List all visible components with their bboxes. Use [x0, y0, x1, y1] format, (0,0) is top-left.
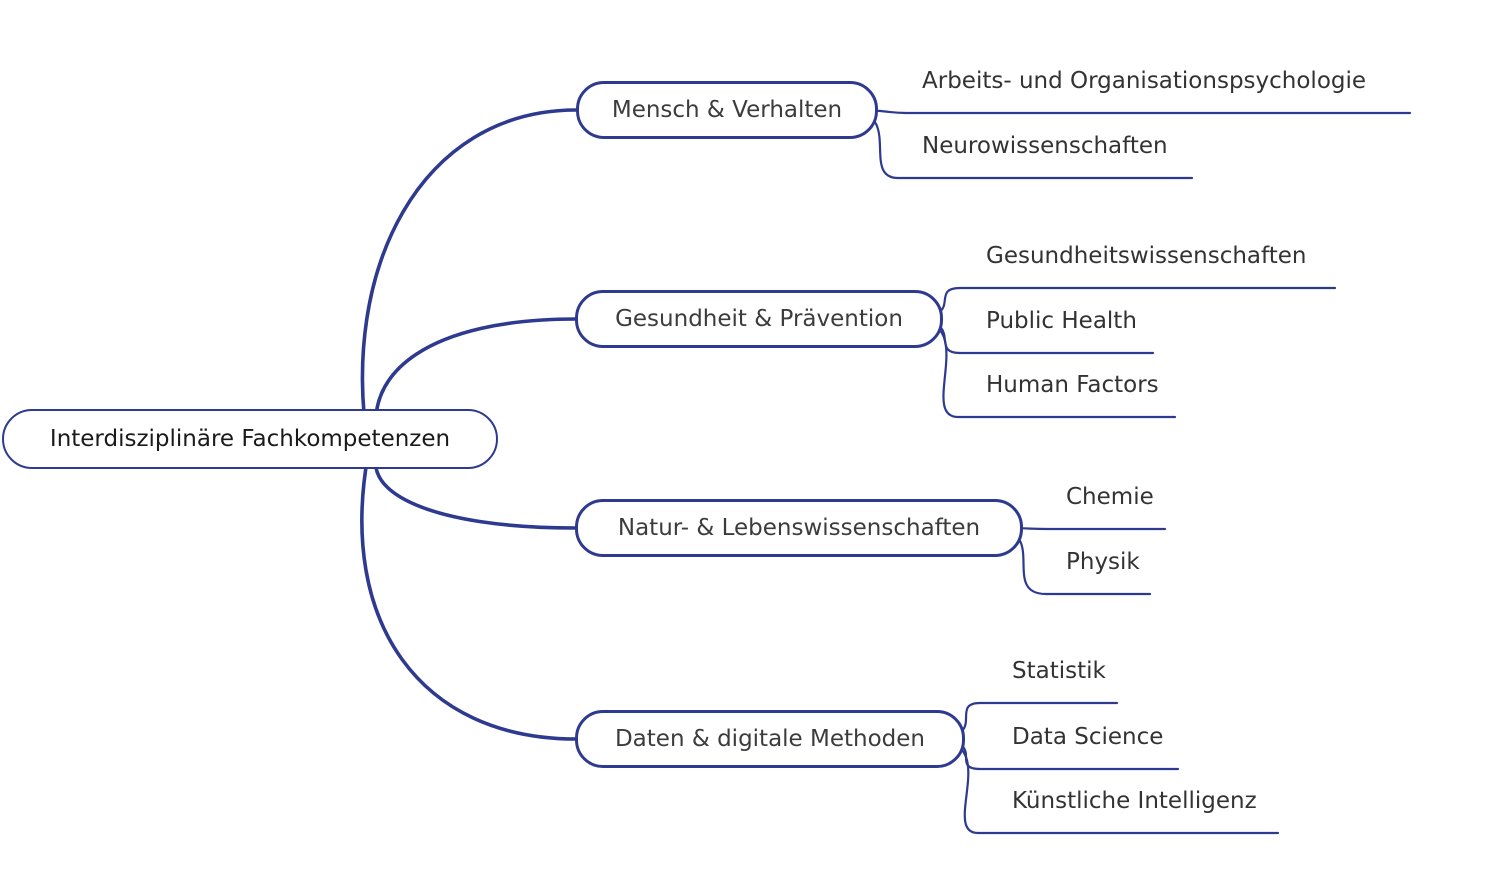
node-leaf-arbeits-organisationspsychologie[interactable]: Arbeits- und Organisationspsychologie [922, 68, 1367, 94]
node-branch-label: Gesundheit & Prävention [615, 306, 903, 332]
node-leaf-public-health[interactable]: Public Health [986, 308, 1137, 334]
edge-branch-2-leaf-0 [999, 526, 1167, 531]
node-leaf-data-science[interactable]: Data Science [1012, 724, 1164, 750]
node-leaf-chemie[interactable]: Chemie [1066, 484, 1154, 510]
node-leaf-statistik[interactable]: Statistik [1012, 658, 1106, 684]
node-leaf-neurowissenschaften[interactable]: Neurowissenschaften [922, 133, 1168, 159]
node-branch-label: Mensch & Verhalten [611, 97, 843, 123]
node-root[interactable]: Interdisziplinäre Fachkompetenzen [2, 409, 498, 469]
node-branch-natur-lebenswissenschaften[interactable]: Natur- & Lebenswissenschaften [575, 499, 1023, 557]
node-branch-label: Daten & digitale Methoden [614, 726, 926, 752]
node-branch-mensch-verhalten[interactable]: Mensch & Verhalten [576, 81, 878, 139]
node-root-label: Interdisziplinäre Fachkompetenzen [49, 426, 451, 452]
node-branch-label: Natur- & Lebenswissenschaften [617, 515, 981, 541]
edge-root-to-branch-0 [360, 108, 578, 448]
node-leaf-kuenstliche-intelligenz[interactable]: Künstliche Intelligenz [1012, 788, 1257, 814]
node-leaf-human-factors[interactable]: Human Factors [986, 372, 1159, 398]
edge-branch-0-leaf-0 [854, 108, 1412, 115]
node-leaf-physik[interactable]: Physik [1066, 549, 1140, 575]
node-branch-gesundheit-praevention[interactable]: Gesundheit & Prävention [575, 290, 943, 348]
node-branch-daten-digitale-methoden[interactable]: Daten & digitale Methoden [575, 710, 965, 768]
node-leaf-gesundheitswissenschaften[interactable]: Gesundheitswissenschaften [986, 243, 1307, 269]
edge-root-to-branch-3 [360, 453, 578, 741]
